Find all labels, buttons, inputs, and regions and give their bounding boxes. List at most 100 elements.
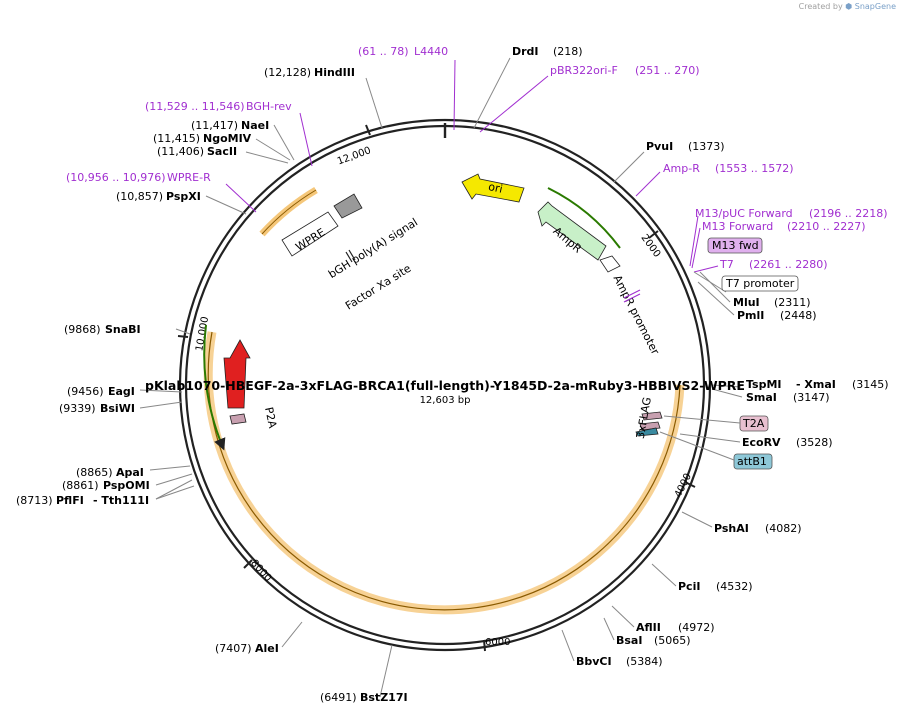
enzyme-pos: (8861) (62, 479, 99, 492)
enzyme-pos: (9456) (67, 385, 104, 398)
ampr-feature: AmpR AmpR promoter (537, 187, 662, 357)
enzyme-pos: (11,417) (191, 119, 238, 132)
enzyme-name: PshAI (714, 522, 749, 535)
enzyme-pos: (2448) (780, 309, 817, 322)
enzyme-labels: DrdI (218) PvuI (1373) MluI (2311) PmlI … (16, 45, 889, 704)
enzyme-pos: (9339) (59, 402, 96, 415)
enzyme-name: BstZ17I (360, 691, 408, 704)
t2a-label: T2A (742, 417, 765, 430)
plasmid-name: pKlab1070-HBEGF-2a-3xFLAG-BRCA1(full-len… (145, 378, 745, 393)
primer-range: (2210 .. 2227) (787, 220, 866, 233)
wpre-feature: WPRE bGH poly(A) signal Factor Xa site (281, 193, 420, 313)
enzyme-pos: (3528) (796, 436, 833, 449)
primer-name: BGH-rev (246, 100, 292, 113)
enzyme-pos: (11,406) (157, 145, 204, 158)
enzyme-name: AflII (636, 621, 661, 634)
flag-t2a-features: 3xFLAG (634, 396, 663, 440)
enzyme-name: HindIII (314, 66, 355, 79)
enzyme-name: PflFI (56, 494, 84, 507)
enzyme-pos: (11,415) (153, 132, 200, 145)
attb1-box: attB1 (659, 431, 773, 470)
enzyme-pos: (6491) (320, 691, 357, 704)
ori-label: ori (487, 180, 504, 196)
mruby3-label: mRuby3 (250, 335, 265, 381)
snapgene-logo-icon: ⬢ (845, 2, 853, 11)
enzyme-name: AleI (255, 642, 279, 655)
enzyme-pos: (4972) (678, 621, 715, 634)
m13fwd-label: M13 fwd (712, 239, 759, 252)
primer-range: (2261 .. 2280) (749, 258, 828, 271)
enzyme-pos: (10,857) (116, 190, 163, 203)
primer-range: (251 .. 270) (635, 64, 700, 77)
bgh-polya-block (333, 193, 363, 219)
enzyme-pos: (8865) (76, 466, 113, 479)
enzyme-pos: (7407) (215, 642, 252, 655)
enzyme-pos: (218) (553, 45, 583, 58)
tick-label: 2000 (638, 233, 662, 260)
enzyme-name: PciI (678, 580, 700, 593)
enzyme-name: BsiWI (100, 402, 135, 415)
primer-range: (1553 .. 1572) (715, 162, 794, 175)
enzyme-pos: (5384) (626, 655, 663, 668)
ori-feature: ori (461, 173, 525, 203)
enzyme-pos: (9868) (64, 323, 101, 336)
credit-prefix: Created by (798, 2, 843, 11)
enzyme-pos: (1373) (688, 140, 725, 153)
enzyme-name: EagI (108, 385, 135, 398)
primer-name: Amp-R (663, 162, 700, 175)
enzyme-name: EcoRV (742, 436, 781, 449)
orf-highlight (203, 186, 685, 615)
attb1-label: attB1 (737, 455, 767, 468)
primer-name: L4440 (414, 45, 448, 58)
m13fwd-box: M13 fwd (707, 237, 763, 254)
boxed-labels: M13 fwd T7 promoter T2A attB1 (659, 237, 799, 470)
enzyme-name: - Tth111I (93, 494, 149, 507)
t7-promoter-label: T7 promoter (725, 277, 795, 290)
enzyme-name: NaeI (241, 119, 269, 132)
primer-name: T7 (719, 258, 734, 271)
enzyme-pos: (4532) (716, 580, 753, 593)
primer-labels: (61 .. 78) L4440 pBR322ori-F (251 .. 270… (66, 45, 888, 271)
enzyme-name: SnaBI (105, 323, 141, 336)
primer-range: (11,529 .. 11,546) (145, 100, 245, 113)
enzyme-name: MluI (733, 296, 760, 309)
enzyme-pos: (3147) (793, 391, 830, 404)
enzyme-name: TspMI (746, 378, 782, 391)
enzyme-name: DrdI (512, 45, 539, 58)
plasmid-backbone (178, 118, 712, 652)
primer-range: (10,956 .. 10,976) (66, 171, 166, 184)
p2a-label: P2A (262, 406, 279, 430)
enzyme-name: PspOMI (103, 479, 150, 492)
enzyme-name: BsaI (616, 634, 642, 647)
tick-label: 6000 (485, 637, 510, 648)
enzyme-pos: (4082) (765, 522, 802, 535)
enzyme-name: ApaI (116, 466, 144, 479)
primer-name: WPRE-R (167, 171, 211, 184)
primer-sites (225, 59, 719, 303)
enzyme-name: PvuI (646, 140, 673, 153)
enzyme-name: SmaI (746, 391, 777, 404)
primer-name: M13/pUC Forward (695, 207, 793, 220)
enzyme-pos: (2311) (774, 296, 811, 309)
plasmid-size: 12,603 bp (420, 395, 471, 406)
tick-marks (177, 124, 696, 652)
enzyme-name: PmlI (737, 309, 764, 322)
p2a-block (229, 413, 247, 425)
enzyme-pos: (12,128) (264, 66, 311, 79)
primer-range: (2196 .. 2218) (809, 207, 888, 220)
enzyme-pos: (3145) (852, 378, 889, 391)
enzyme-name: SacII (207, 145, 237, 158)
t7-promoter-box: T7 promoter (721, 275, 799, 292)
enzyme-pos: (8713) (16, 494, 53, 507)
enzyme-name: - XmaI (796, 378, 836, 391)
tick-label: 8000 (248, 558, 273, 584)
factor-xa-label: Factor Xa site (343, 262, 414, 313)
snapgene-credit: Created by ⬢ SnapGene (799, 2, 896, 11)
ampr-promoter-label: AmpR promoter (611, 273, 662, 357)
credit-brand: SnapGene (854, 2, 896, 11)
mruby3-feature: mRuby3 P2A (203, 324, 279, 451)
primer-name: M13 Forward (702, 220, 773, 233)
enzyme-pos: (5065) (654, 634, 691, 647)
enzyme-name: PspXI (166, 190, 201, 203)
